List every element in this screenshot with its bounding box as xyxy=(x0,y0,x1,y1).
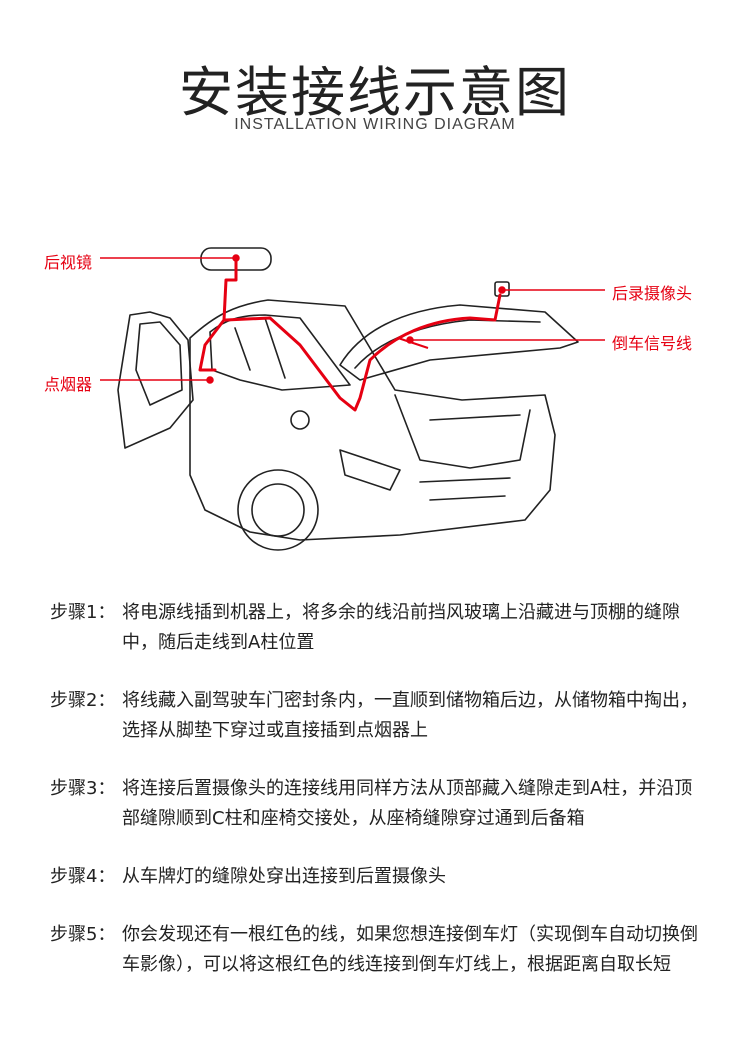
step-label: 步骤3： xyxy=(50,778,116,799)
wire-route xyxy=(198,258,502,412)
car-outline xyxy=(117,247,579,551)
label-rear-camera: 后录摄像头 xyxy=(612,284,693,303)
label-lighter: 点烟器 xyxy=(44,375,93,394)
step-text: 将线藏入副驾驶车门密封条内，一直顺到储物箱后边，从储物箱中掏出，选择从脚垫下穿过… xyxy=(122,690,698,741)
step-1: 步骤1： 将电源线插到机器上，将多余的线沿前挡风玻璃上沿藏进与顶棚的缝隙中，随后… xyxy=(50,598,710,658)
step-text: 你会发现还有一根红色的线，如果您想连接倒车灯（实现倒车自动切换倒车影像），可以将… xyxy=(122,924,698,975)
label-reverse-wire: 倒车信号线 xyxy=(612,334,693,353)
page-title: 安装接线示意图 xyxy=(179,61,571,124)
step-label: 步骤4： xyxy=(50,866,116,887)
page-subtitle: INSTALLATION WIRING DIAGRAM xyxy=(234,116,516,133)
open-door xyxy=(117,311,194,449)
step-label: 步骤5： xyxy=(50,924,116,945)
step-label: 步骤2： xyxy=(50,690,116,711)
step-2: 步骤2： 将线藏入副驾驶车门密封条内，一直顺到储物箱后边，从储物箱中掏出，选择从… xyxy=(50,686,710,746)
steps-list: 步骤1： 将电源线插到机器上，将多余的线沿前挡风玻璃上沿藏进与顶棚的缝隙中，随后… xyxy=(50,598,710,1008)
rear-wheel xyxy=(237,469,319,551)
step-5: 步骤5： 你会发现还有一根红色的线，如果您想连接倒车灯（实现倒车自动切换倒车影像… xyxy=(50,920,710,980)
step-label: 步骤1： xyxy=(50,602,116,623)
reverse-wire xyxy=(397,337,429,349)
step-4: 步骤4： 从车牌灯的缝隙处穿出连接到后置摄像头 xyxy=(50,862,710,892)
step-text: 从车牌灯的缝隙处穿出连接到后置摄像头 xyxy=(122,866,446,887)
car-body xyxy=(189,299,556,541)
step-text: 将连接后置摄像头的连接线用同样方法从顶部藏入缝隙走到A柱，并沿顶部缝隙顺到C柱和… xyxy=(122,778,693,829)
trunk-lid xyxy=(339,304,579,381)
step-3: 步骤3： 将连接后置摄像头的连接线用同样方法从顶部藏入缝隙走到A柱，并沿顶部缝隙… xyxy=(50,774,710,834)
callout-lines xyxy=(100,254,605,384)
label-mirror: 后视镜 xyxy=(44,253,93,272)
car-wiring-diagram xyxy=(100,247,605,551)
step-text: 将电源线插到机器上，将多余的线沿前挡风玻璃上沿藏进与顶棚的缝隙中，随后走线到A柱… xyxy=(122,602,680,653)
